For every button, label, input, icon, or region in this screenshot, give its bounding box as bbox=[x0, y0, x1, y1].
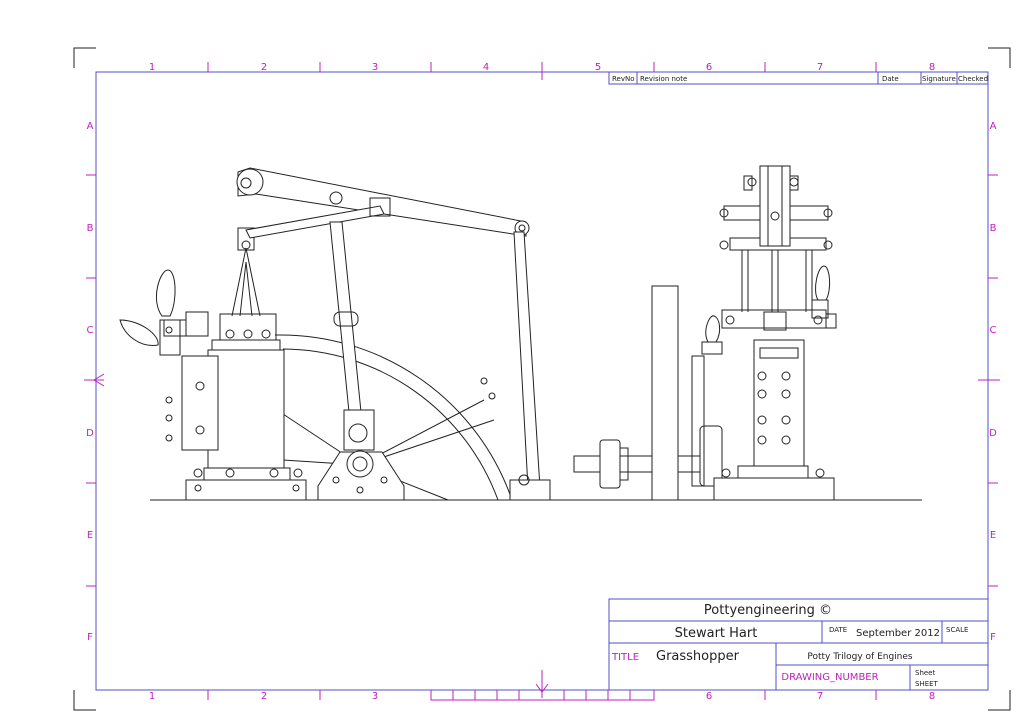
col-label: 2 bbox=[261, 62, 267, 73]
scale-label: SCALE bbox=[946, 626, 968, 634]
row-label: F bbox=[990, 632, 996, 643]
corner-marks bbox=[73, 47, 1011, 711]
column-ticks bbox=[207, 62, 877, 701]
row-label: B bbox=[87, 223, 94, 234]
grasshopper-engine-drawing bbox=[119, 165, 922, 501]
col-label: 5 bbox=[595, 62, 601, 73]
col-label: 8 bbox=[929, 62, 935, 73]
row-label: F bbox=[87, 632, 93, 643]
col-label: 7 bbox=[817, 62, 823, 73]
row-ticks bbox=[84, 174, 1000, 587]
col-label: 3 bbox=[372, 62, 378, 73]
row-label: D bbox=[989, 428, 997, 439]
col-label: 8 bbox=[929, 691, 935, 702]
row-label: A bbox=[87, 121, 94, 132]
drawing-title: Grasshopper bbox=[656, 649, 740, 664]
col-label: 4 bbox=[483, 62, 489, 73]
flywheel-rim-inner bbox=[282, 348, 499, 501]
col-label: 3 bbox=[372, 691, 378, 702]
title-label: TITLE bbox=[611, 652, 639, 663]
date-value: September 2012 bbox=[856, 628, 940, 639]
row-label: C bbox=[990, 325, 997, 336]
author-name: Stewart Hart bbox=[675, 626, 758, 641]
company-name: Pottyengineering © bbox=[704, 603, 832, 618]
row-label: E bbox=[990, 530, 996, 541]
row-label: E bbox=[87, 530, 93, 541]
revision-table: RevNo Revision note Date Signature Check… bbox=[608, 71, 989, 85]
col-label: 2 bbox=[261, 691, 267, 702]
signature-header: Signature bbox=[922, 75, 956, 83]
column-labels-bottom: 1 2 3 6 7 8 bbox=[149, 691, 935, 702]
title-block: Pottyengineering © Stewart Hart DATE Sep… bbox=[608, 598, 989, 691]
row-labels-right: A B C D E F bbox=[989, 121, 997, 643]
checked-header: Checked bbox=[958, 75, 988, 83]
row-label: D bbox=[86, 428, 94, 439]
row-labels-left: A B C D E F bbox=[86, 121, 94, 643]
drawing-number: DRAWING_NUMBER bbox=[781, 672, 878, 683]
flywheel-rim-outer bbox=[274, 334, 513, 501]
row-label: C bbox=[87, 325, 94, 336]
col-label: 7 bbox=[817, 691, 823, 702]
date-label: DATE bbox=[829, 626, 847, 634]
col-label: 1 bbox=[149, 62, 155, 73]
col-label: 1 bbox=[149, 691, 155, 702]
rev-no-header: RevNo bbox=[612, 75, 635, 83]
date-header: Date bbox=[882, 75, 899, 83]
row-label: A bbox=[990, 121, 997, 132]
revision-note-header: Revision note bbox=[640, 75, 687, 83]
col-label: 6 bbox=[706, 62, 712, 73]
sheet-label: Sheet bbox=[915, 669, 935, 677]
drawing-subtitle: Potty Trilogy of Engines bbox=[807, 652, 913, 662]
sheet-value: SHEET bbox=[915, 680, 939, 688]
col-label: 6 bbox=[706, 691, 712, 702]
row-label: B bbox=[990, 223, 997, 234]
column-labels-top: 1 2 3 4 5 6 7 8 bbox=[149, 62, 935, 73]
